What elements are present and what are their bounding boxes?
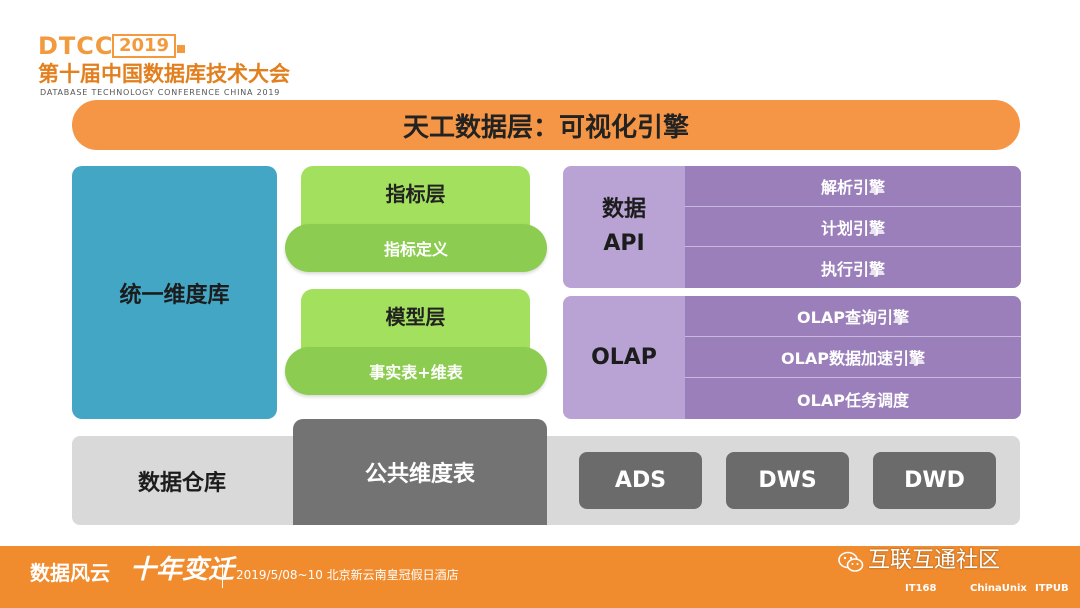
data-warehouse-label: 数据仓库 — [137, 470, 226, 496]
olap-item-label: OLAP数据加速引擎 — [781, 349, 925, 368]
olap-label: OLAP — [591, 344, 657, 370]
olap-item-label: OLAP查询引擎 — [797, 308, 909, 327]
data-warehouse-label-cell: 数据仓库 — [72, 436, 292, 525]
footer-event-info: 2019/5/08~10 北京新云南皇冠假日酒店 — [236, 568, 459, 582]
olap-item: OLAP任务调度 — [685, 378, 1021, 419]
model-detail-label: 事实表+维表 — [369, 363, 463, 382]
indicator-definition-pill: 指标定义 — [285, 224, 547, 272]
layer-label: DWD — [904, 468, 965, 493]
layer-label: ADS — [614, 468, 667, 493]
unified-dimension-label: 统一维度库 — [119, 282, 230, 308]
model-detail-pill: 事实表+维表 — [285, 347, 547, 395]
data-api-label-line2: API — [603, 231, 645, 256]
model-layer-label: 模型层 — [385, 305, 446, 329]
unified-dimension-block: 统一维度库 — [72, 166, 277, 419]
slide-title-banner: 天工数据层：可视化引擎 — [72, 100, 1020, 150]
olap-item: OLAP数据加速引擎 — [685, 337, 1021, 378]
footer-ten-years: 十年变迁 — [130, 555, 235, 585]
sponsor-logo-it168: IT168 — [905, 583, 937, 594]
olap-item: OLAP查询引擎 — [685, 296, 1021, 337]
layer-label: DWS — [758, 468, 817, 493]
olap-item-label: OLAP任务调度 — [797, 390, 909, 410]
brand-square-icon — [177, 45, 185, 53]
wechat-icon — [838, 551, 864, 572]
conference-subtitle: DATABASE TECHNOLOGY CONFERENCE CHINA 201… — [40, 88, 281, 97]
indicator-definition-label: 指标定义 — [383, 240, 448, 259]
footer-bar — [0, 546, 1080, 608]
indicator-layer-label: 指标层 — [385, 182, 446, 206]
footer-slogan: 数据风云 — [30, 561, 110, 585]
data-api-label-cell: 数据 API — [563, 166, 685, 288]
brand-logo-text: DTCC — [38, 32, 114, 60]
slide-title: 天工数据层：可视化引擎 — [402, 112, 689, 143]
olap-label-cell: OLAP — [563, 296, 685, 419]
sponsor-logo-chinaunix: ChinaUnix — [970, 583, 1027, 594]
community-watermark: 互联互通社区 — [868, 548, 1001, 573]
data-api-item-label: 执行引擎 — [820, 259, 885, 279]
data-api-item-label: 解析引擎 — [820, 178, 885, 197]
footer-divider — [222, 564, 223, 588]
sponsor-logo-itpub: ITPUB — [1035, 583, 1069, 594]
public-dimension-block: 公共维度表 — [293, 419, 547, 525]
brand-year-badge: 2019 — [112, 34, 176, 58]
data-api-item-label: 计划引擎 — [820, 218, 885, 238]
data-api-item: 解析引擎 — [685, 166, 1021, 207]
layer-dws-box: DWS — [726, 452, 849, 509]
data-api-item: 执行引擎 — [685, 247, 1021, 288]
conference-title: 第十届中国数据库技术大会 — [38, 62, 290, 86]
layer-ads-box: ADS — [579, 452, 702, 509]
layer-dwd-box: DWD — [873, 452, 996, 509]
public-dimension-label: 公共维度表 — [364, 462, 475, 487]
data-api-item: 计划引擎 — [685, 207, 1021, 247]
data-api-label-line1: 数据 — [601, 197, 646, 222]
